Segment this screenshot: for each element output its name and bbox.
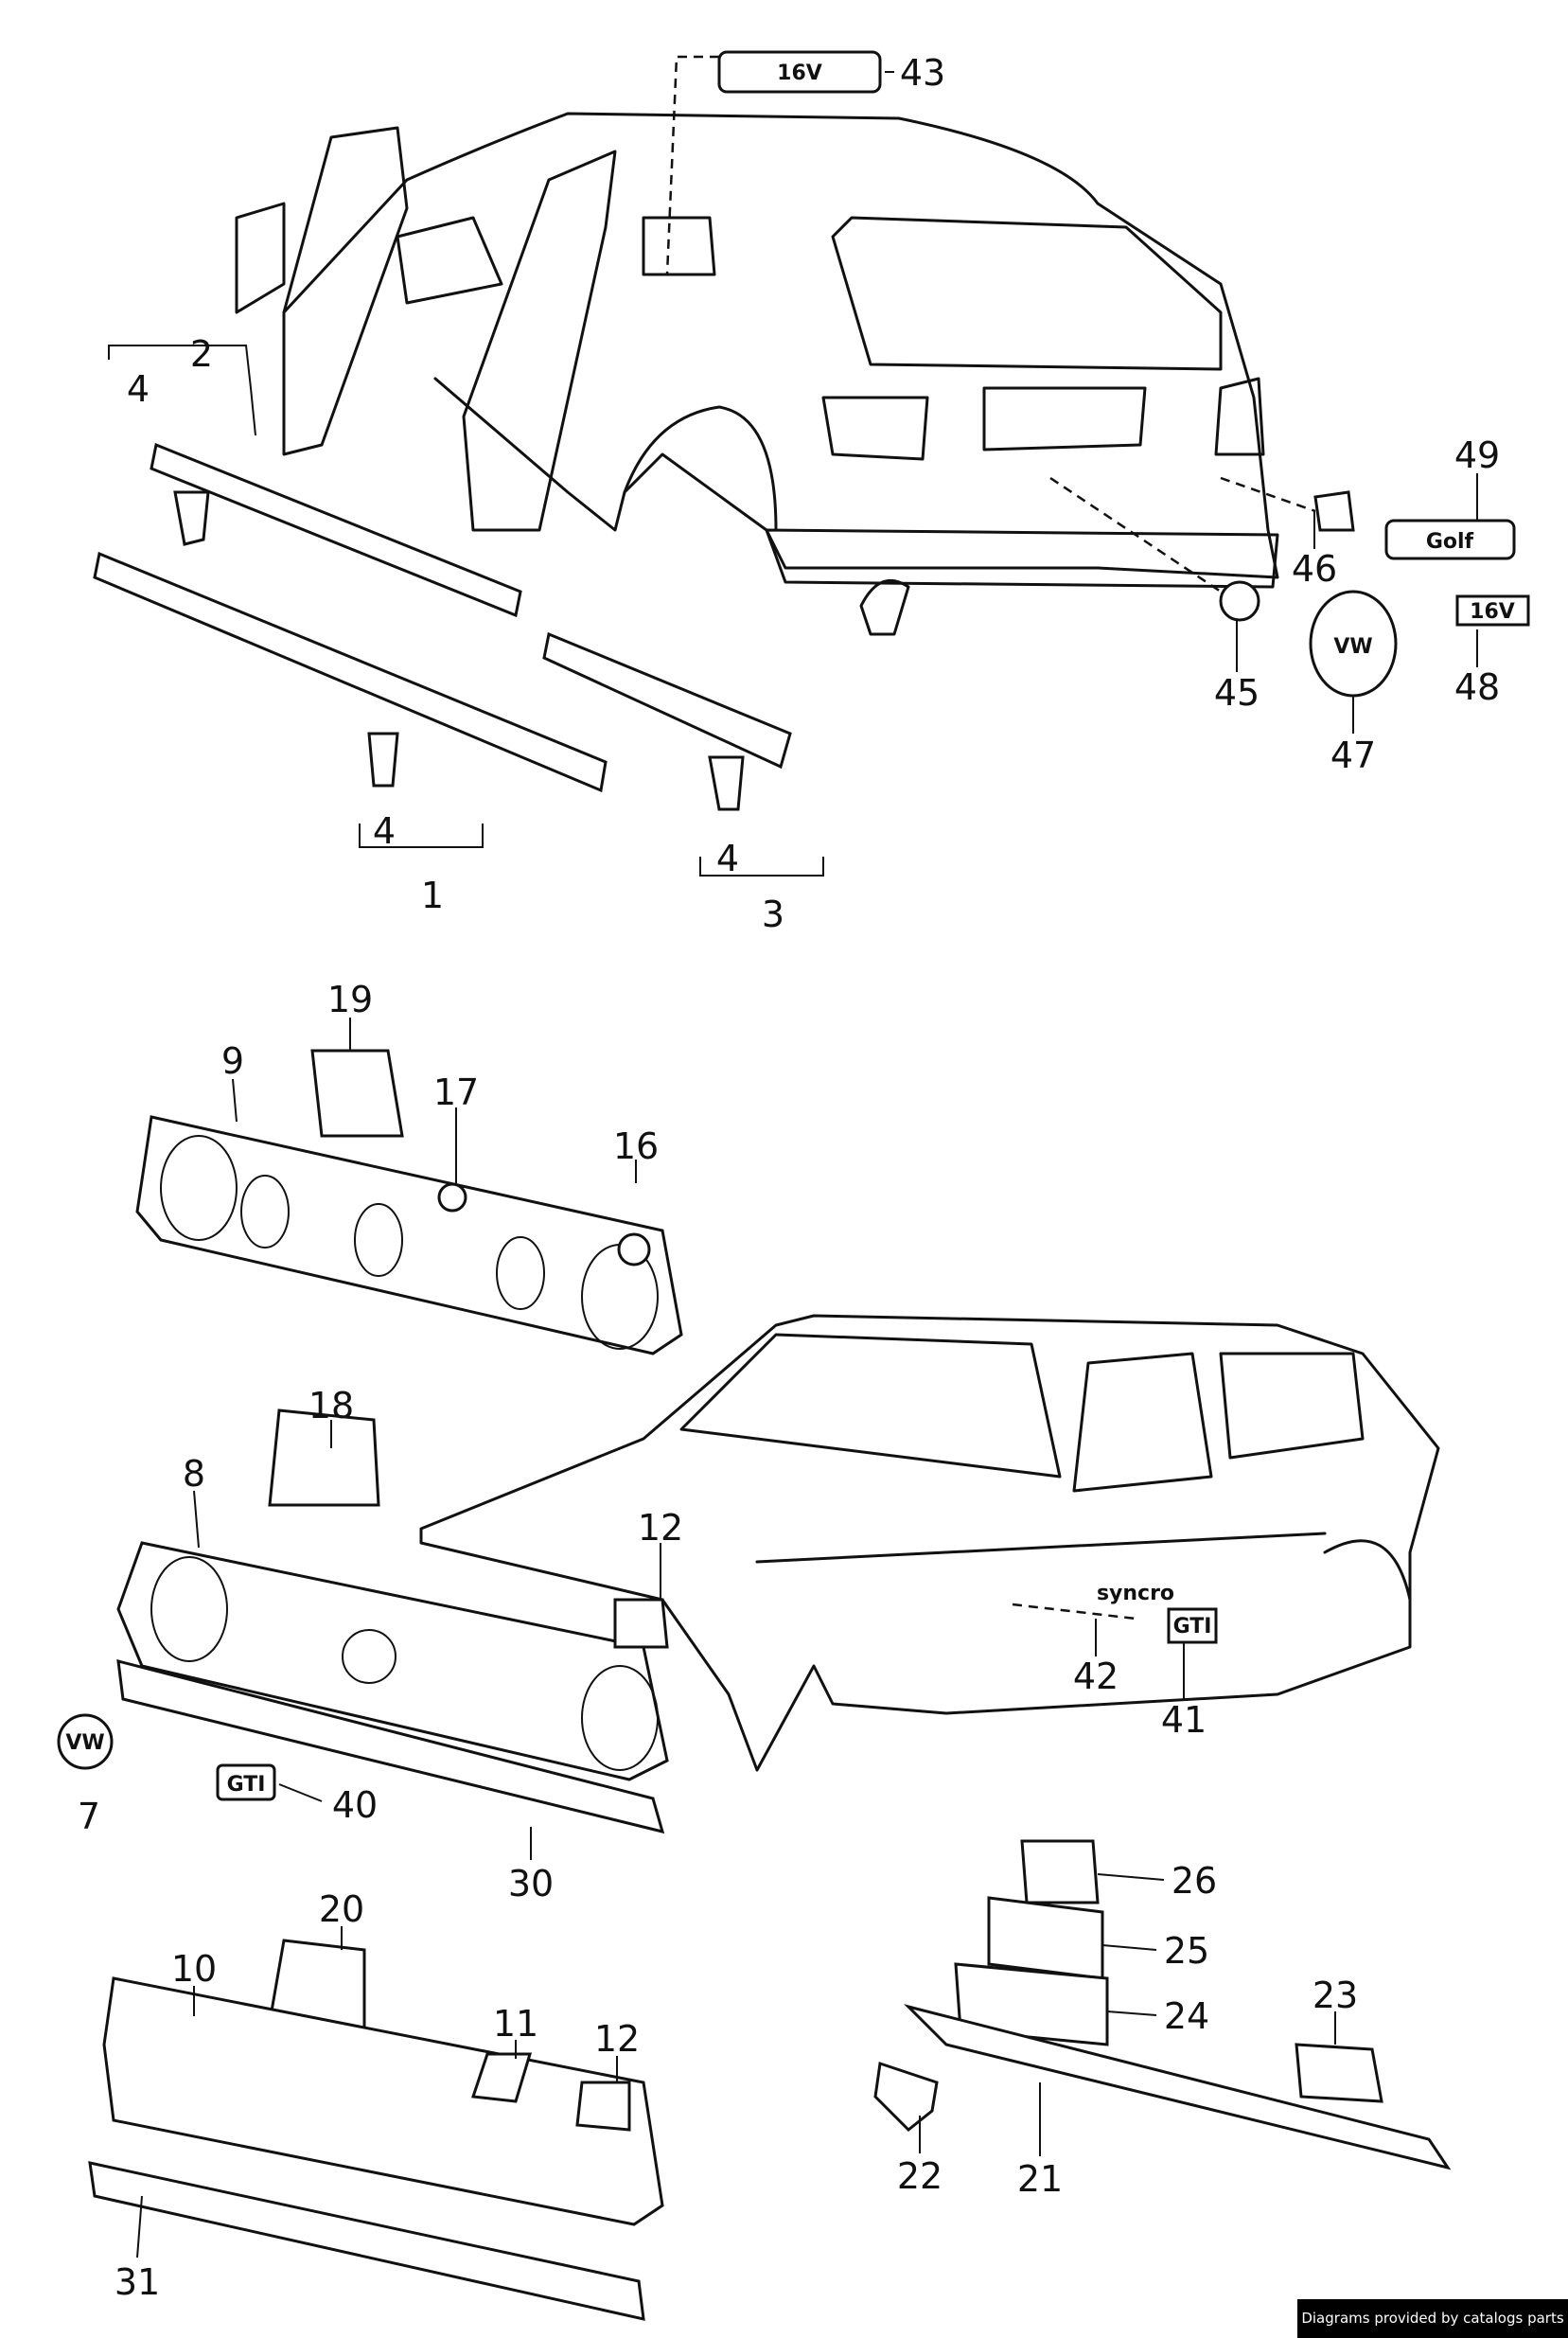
- callout-12: 12: [638, 1507, 683, 1549]
- callout-23: 23: [1313, 1975, 1358, 2016]
- callout-2: 2: [190, 333, 213, 375]
- callout-11: 11: [493, 2003, 538, 2045]
- callout-19: 19: [327, 979, 373, 1020]
- badge-golf: Golf: [1426, 530, 1474, 554]
- callout-numbers: 43 2 4 4 1 4 3 49 46 45 47 48 19 9 17 16…: [78, 52, 1500, 2303]
- rear-emblems: 16V VW Golf 16V: [665, 50, 1530, 698]
- side-sill-parts: [93, 345, 824, 877]
- callout-16: 16: [613, 1125, 659, 1167]
- callout-7: 7: [78, 1796, 100, 1837]
- callout-4: 4: [716, 838, 739, 879]
- callout-42: 42: [1073, 1656, 1119, 1697]
- callout-26: 26: [1172, 1860, 1217, 1902]
- callout-4: 4: [373, 810, 396, 852]
- watermark: Diagrams provided by catalogs parts: [1297, 2299, 1568, 2338]
- callout-40: 40: [332, 1784, 378, 1826]
- callout-9: 9: [221, 1040, 244, 1082]
- callout-43: 43: [900, 52, 945, 94]
- callout-10: 10: [171, 1948, 217, 1990]
- badge-16v-rear: 16V: [1470, 600, 1515, 624]
- callout-8: 8: [183, 1453, 205, 1495]
- callout-41: 41: [1161, 1699, 1207, 1741]
- leader-lines: [136, 71, 1478, 2258]
- callout-22: 22: [897, 2155, 943, 2197]
- callout-24: 24: [1164, 1995, 1209, 2037]
- callout-18: 18: [308, 1385, 354, 1426]
- front-car-body-drawing: syncro GTI: [419, 1314, 1440, 1772]
- vw-logo-front: VW: [65, 1731, 104, 1755]
- callout-4: 4: [127, 368, 150, 410]
- callout-48: 48: [1454, 666, 1500, 708]
- callout-20: 20: [319, 1888, 364, 1930]
- callout-12: 12: [594, 2018, 640, 2060]
- badge-gti-grille: GTI: [227, 1773, 266, 1797]
- callout-49: 49: [1454, 434, 1500, 476]
- callout-17: 17: [433, 1072, 479, 1113]
- callout-31: 31: [115, 2261, 160, 2303]
- callout-45: 45: [1214, 672, 1260, 714]
- badge-syncro: syncro: [1097, 1582, 1174, 1605]
- callout-25: 25: [1164, 1930, 1209, 1972]
- grille-parts: VW GTI: [57, 1049, 683, 2321]
- callout-1: 1: [421, 875, 444, 916]
- callout-46: 46: [1292, 548, 1337, 590]
- callout-47: 47: [1330, 735, 1376, 776]
- vw-logo-rear: VW: [1333, 635, 1372, 659]
- rear-car-body-drawing: [235, 112, 1279, 636]
- callout-21: 21: [1017, 2158, 1063, 2200]
- spoiler-parts: [873, 1839, 1452, 2170]
- badge-16v-top: 16V: [777, 62, 822, 85]
- callout-3: 3: [762, 894, 784, 935]
- callout-30: 30: [508, 1863, 554, 1904]
- badge-gti-side: GTI: [1173, 1615, 1212, 1638]
